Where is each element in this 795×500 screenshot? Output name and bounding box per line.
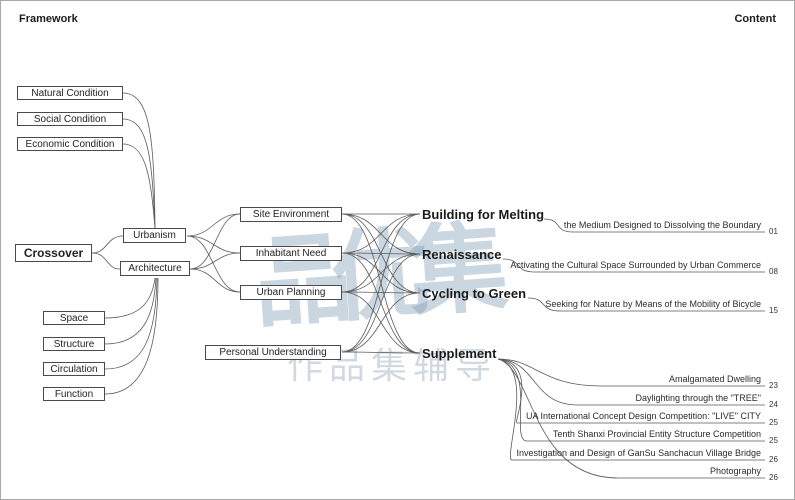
supplement-item: UA International Concept Design Competit… [525,411,761,421]
node-personal-understanding: Personal Understanding [205,345,341,360]
section-title-renaissance: Renaissance [422,247,502,262]
page-title-content: Content [734,13,776,25]
node-function: Function [43,387,105,401]
page-number: 23 [769,381,778,390]
supplement-item: Amalgamated Dwelling [668,374,761,384]
page-number: 01 [769,227,778,236]
section-subtitle: the Medium Designed to Dissolving the Bo… [563,220,761,230]
node-architecture: Architecture [120,261,190,276]
page-number: 26 [769,455,778,464]
page-number: 25 [769,418,778,427]
node-urbanism: Urbanism [123,228,186,243]
section-title-supplement: Supplement [422,346,497,361]
node-economic-condition: Economic Condition [17,137,123,151]
supplement-item: Investigation and Design of GanSu Sancha… [516,448,762,458]
page-number: 08 [769,267,778,276]
node-social-condition: Social Condition [17,112,123,126]
supplement-item: Photography [709,466,761,476]
supplement-item: Daylighting through the "TREE" [635,393,761,403]
page-number: 24 [769,400,778,409]
section-subtitle: Seeking for Nature by Means of the Mobil… [545,299,761,309]
page-title-framework: Framework [19,13,78,25]
node-urban-planning: Urban Planning [240,285,342,300]
node-crossover-root: Crossover [15,244,92,262]
node-inhabitant-need: Inhabitant Need [240,246,342,261]
section-title-cycling-to-green: Cycling to Green [422,286,527,301]
node-space: Space [43,311,105,325]
node-circulation: Circulation [43,362,105,376]
supplement-item: Tenth Shanxi Provincial Entity Structure… [552,429,761,439]
node-structure: Structure [43,337,105,351]
node-site-environment: Site Environment [240,207,342,222]
page-number: 26 [769,473,778,482]
section-title-building-for-melting: Building for Melting [422,207,545,222]
page-number: 25 [769,436,778,445]
node-natural-condition: Natural Condition [17,86,123,100]
page-number: 15 [769,306,778,315]
section-subtitle: Activating the Cultural Space Surrounded… [510,260,761,270]
